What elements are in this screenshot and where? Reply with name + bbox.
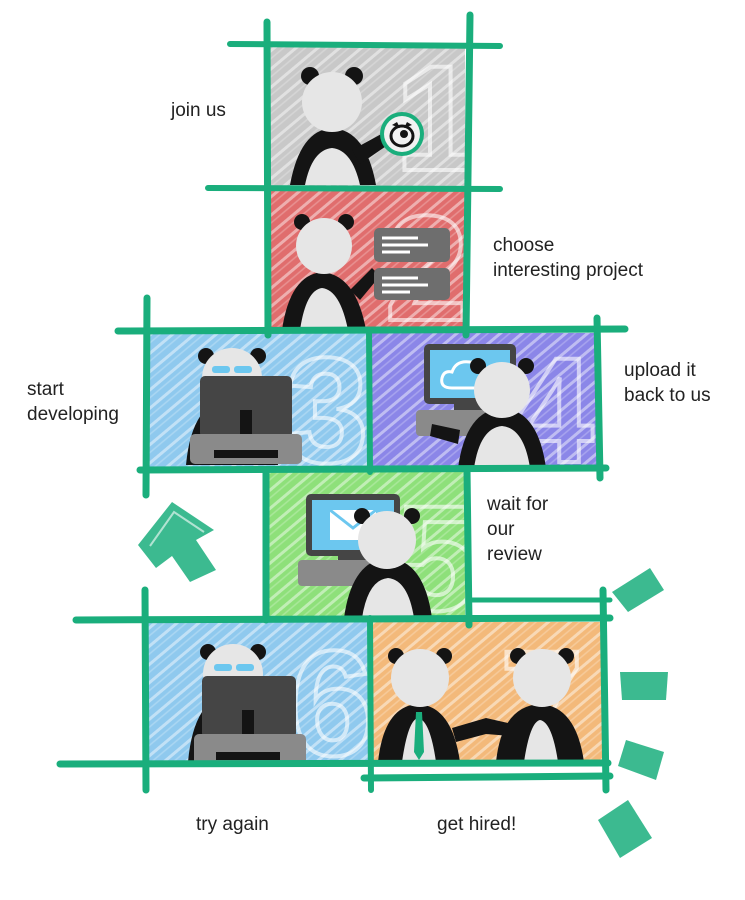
project-list-icon bbox=[374, 228, 450, 300]
step-6-label: try again bbox=[196, 812, 269, 837]
label-line: start bbox=[27, 379, 64, 400]
step-3-label: start developing bbox=[27, 377, 119, 427]
step-2-label: choose interesting project bbox=[493, 233, 643, 283]
step-7-label: get hired! bbox=[437, 812, 516, 837]
step-1-label: join us bbox=[171, 98, 226, 123]
label-line: upload it bbox=[624, 360, 696, 381]
label-line: back to us bbox=[624, 385, 711, 406]
arrow-up-icon bbox=[138, 502, 216, 582]
label-line: try again bbox=[196, 814, 269, 835]
panda-choose bbox=[282, 214, 380, 330]
panda-upload bbox=[430, 358, 546, 468]
arrow-down-icon bbox=[598, 568, 668, 858]
step-5-label: wait for our review bbox=[487, 492, 548, 567]
frame-strokes bbox=[56, 11, 629, 794]
label-line: review bbox=[487, 544, 542, 565]
panda-review bbox=[344, 508, 432, 618]
label-line: interesting project bbox=[493, 260, 643, 281]
logo-badge-icon bbox=[380, 112, 424, 156]
handshake-icon bbox=[378, 648, 584, 762]
computer-back-icon bbox=[190, 376, 302, 464]
label-line: join us bbox=[171, 100, 226, 121]
label-line: developing bbox=[27, 404, 119, 425]
computer-back-icon-2 bbox=[194, 676, 306, 766]
label-line: wait for bbox=[487, 494, 549, 515]
label-line: our bbox=[487, 519, 515, 540]
label-line: choose bbox=[493, 235, 555, 256]
panda-join bbox=[290, 67, 392, 185]
label-line: get hired! bbox=[437, 814, 517, 835]
step-4-label: upload it back to us bbox=[624, 358, 711, 408]
